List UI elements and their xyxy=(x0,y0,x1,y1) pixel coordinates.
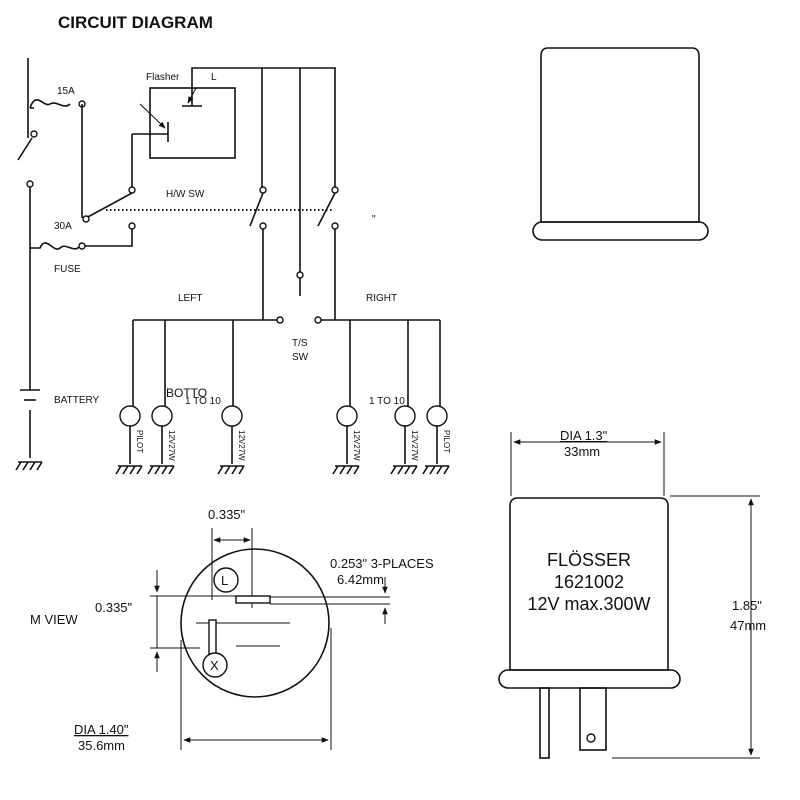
left-lamps: BOTTO 1 TO 10 PILOT 12V27W 12V27W xyxy=(119,320,246,464)
dim-top-label: 0.335" xyxy=(208,507,246,522)
flasher-blade-left xyxy=(539,687,550,759)
flasher-terminal-label: L xyxy=(211,72,217,83)
lamp-rating-right-1: 12V27W xyxy=(352,430,361,461)
battery-label: BATTERY xyxy=(54,395,100,406)
lamp-rating-right-2: 12V27W xyxy=(410,430,419,461)
pin-horizontal xyxy=(235,595,271,604)
right-lamps: 1 TO 10 12V27W 12V27W PILOT xyxy=(336,320,451,464)
circuit-diagram: CIRCUIT DIAGRAM BATTERY 15A xyxy=(15,13,451,475)
main-bus xyxy=(17,58,38,458)
side-dia-in-label: DIA 1.3" xyxy=(560,428,608,443)
dim-left-label: 0.335" xyxy=(95,600,133,615)
bottom-dia-in-label: DIA 1.40" xyxy=(74,722,129,737)
hw-switch-label: H/W SW xyxy=(166,189,205,200)
terminal-l-label: L xyxy=(221,573,228,588)
terminal-l-circle xyxy=(213,567,239,593)
lamp-left-rear xyxy=(221,405,243,427)
height-mm-label: 47mm xyxy=(730,618,766,633)
pin-size-label: 0.253" 3-PLACES xyxy=(330,556,434,571)
terminal-x-label: X xyxy=(210,658,219,673)
flasher-blade-right xyxy=(579,687,607,751)
left-label: LEFT xyxy=(178,293,202,304)
hazard-switch: H/W SW " xyxy=(82,186,376,320)
lamp-right-pilot xyxy=(426,405,448,427)
terminal-x-circle xyxy=(202,652,228,678)
turn-signal-switch: LEFT RIGHT T/S SW xyxy=(133,271,440,363)
bottom-view-drawing: M VIEW 0.335" 0.335" L X 0.253" 3-PLACES… xyxy=(30,507,434,753)
bottom-view-label: M VIEW xyxy=(30,612,78,627)
lamp-rating-left-1: 12V27W xyxy=(167,430,176,461)
pilot-label-left: PILOT xyxy=(135,430,144,453)
side-view-drawing: DIA 1.3" 33mm FLÖSSER 1621002 12V max.30… xyxy=(498,428,766,759)
fuse-15a: 15A xyxy=(29,86,86,218)
flasher-outline-drawing xyxy=(532,47,709,241)
battery-symbol: BATTERY xyxy=(20,389,100,406)
pilot-label-right: PILOT xyxy=(442,430,451,453)
range-left-label: 1 TO 10 xyxy=(185,396,221,407)
flasher-base-rim xyxy=(498,669,681,689)
main-switch-terminal xyxy=(30,130,38,138)
side-dia-mm-label: 33mm xyxy=(564,444,600,459)
height-in-label: 1.85" xyxy=(732,598,762,613)
fuse-30a-label: 30A xyxy=(54,221,72,232)
flasher-label: Flasher xyxy=(146,72,180,83)
bottom-dia-mm-label: 35.6mm xyxy=(78,738,125,753)
part-number-label: 1621002 xyxy=(554,572,624,592)
ts-sw-label-line2: SW xyxy=(292,352,309,363)
base-outline xyxy=(180,548,330,698)
tick-mark: " xyxy=(372,214,376,225)
circuit-title: CIRCUIT DIAGRAM xyxy=(58,13,213,32)
main-switch-terminal xyxy=(26,180,34,188)
pin-vertical xyxy=(208,619,217,655)
botto-label: BOTTO xyxy=(166,386,207,400)
lamp-left-front xyxy=(151,405,173,427)
fuse-label: FUSE xyxy=(54,264,81,275)
lamp-left-pilot xyxy=(119,405,141,427)
brand-label: FLÖSSER xyxy=(547,550,631,570)
fuse-30a: 30A FUSE xyxy=(30,221,136,275)
right-label: RIGHT xyxy=(366,293,397,304)
lamp-rating-left-2: 12V27W xyxy=(237,430,246,461)
lamp-right-rear xyxy=(394,405,416,427)
range-right-label: 1 TO 10 xyxy=(369,396,405,407)
rating-label: 12V max.300W xyxy=(527,594,650,614)
pin-size-mm-label: 6.42mm xyxy=(337,572,384,587)
ground-symbols xyxy=(15,461,450,475)
flasher-unit: Flasher L xyxy=(131,67,336,272)
fuse-15a-label: 15A xyxy=(57,86,75,97)
lamp-right-front xyxy=(336,405,358,427)
ts-sw-label-line1: T/S xyxy=(292,338,308,349)
